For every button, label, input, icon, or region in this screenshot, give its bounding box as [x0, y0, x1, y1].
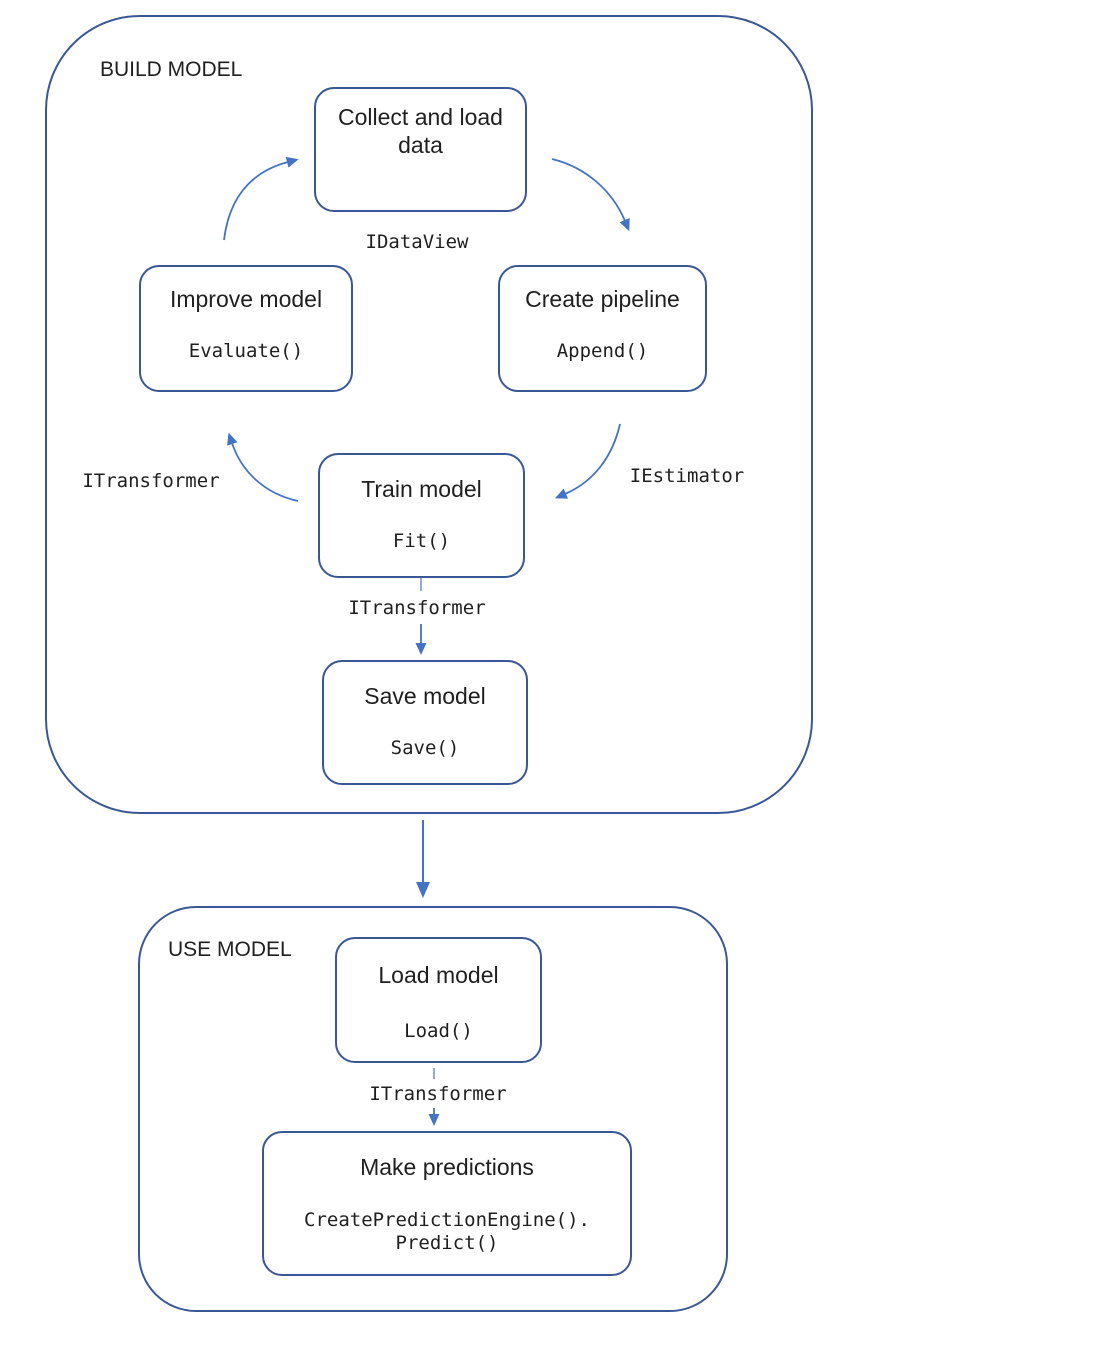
node-improve-title: Improve model — [169, 286, 323, 312]
node-train-model: Train model Fit() — [318, 453, 525, 578]
node-predict-title: Make predictions — [360, 1154, 534, 1180]
edge-label-itransformer-mid: ITransformer — [348, 597, 486, 619]
edge-label-idataview: IDataView — [365, 231, 469, 253]
node-train-title: Train model — [361, 476, 482, 502]
node-load-title: Load model — [378, 962, 499, 988]
node-make-predictions: Make predictions CreatePredictionEngine(… — [262, 1131, 632, 1276]
node-save-model: Save model Save() — [322, 660, 528, 785]
node-predict-code-line1: CreatePredictionEngine(). — [304, 1209, 590, 1232]
node-save-code: Save() — [390, 737, 460, 760]
edge-label-itransformer-left: ITransformer — [82, 470, 220, 492]
edge-label-itransformer-use: ITransformer — [369, 1083, 507, 1105]
use-model-label: USE MODEL — [168, 938, 292, 961]
node-collect-load-data: Collect and load data — [314, 87, 527, 212]
build-model-container — [45, 15, 813, 814]
build-model-label: BUILD MODEL — [100, 58, 243, 81]
edge-label-iestimator: IEstimator — [629, 465, 745, 487]
node-predict-code-line2: Predict() — [395, 1231, 499, 1254]
node-create-pipeline: Create pipeline Append() — [498, 265, 707, 392]
node-improve-code: Evaluate() — [188, 340, 304, 363]
node-create-title: Create pipeline — [525, 286, 680, 312]
node-collect-title: Collect and load data — [338, 104, 503, 159]
node-create-code: Append() — [556, 340, 649, 363]
use-model-container — [138, 906, 728, 1312]
node-train-code: Fit() — [392, 530, 451, 553]
node-improve-model: Improve model Evaluate() — [139, 265, 353, 392]
node-load-code: Load() — [404, 1020, 473, 1043]
node-save-title: Save model — [364, 683, 486, 709]
node-load-model: Load model Load() — [335, 937, 542, 1063]
